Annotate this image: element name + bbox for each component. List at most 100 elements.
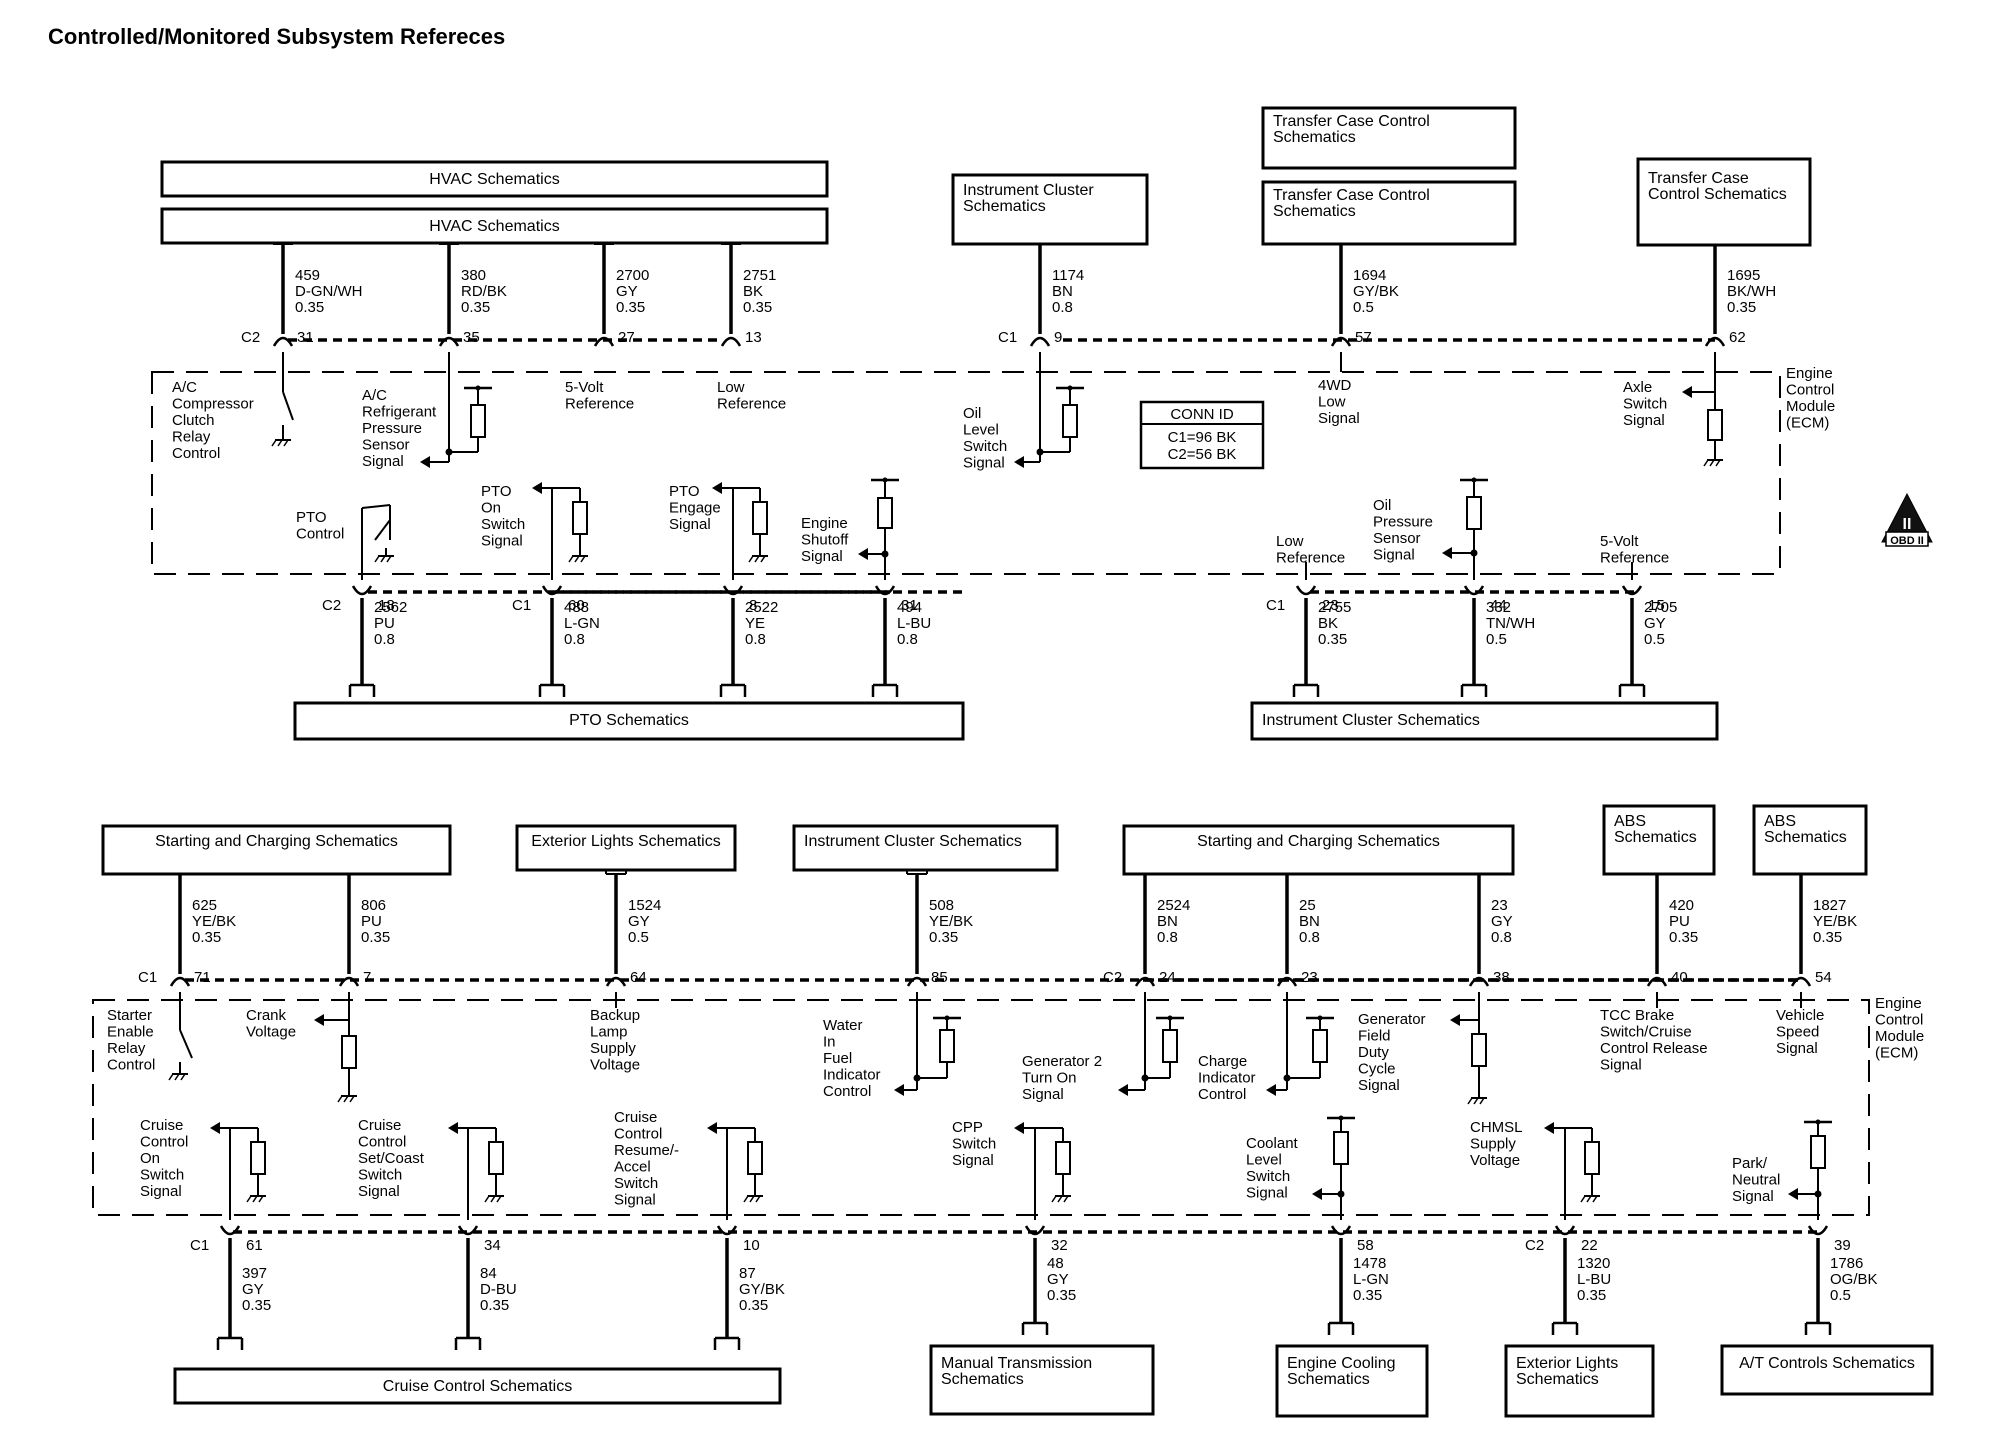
box-label: Starting and Charging Schematics bbox=[1197, 833, 1440, 850]
connector-pin bbox=[1807, 1225, 1829, 1236]
signal-label-charge-ind-line: Indicator bbox=[1198, 1070, 1256, 1087]
signal-label-gen-field-line: Signal bbox=[1358, 1077, 1400, 1094]
signal-label-cc-on-line: On bbox=[140, 1150, 160, 1167]
wire-label-line: 0.8 bbox=[374, 631, 395, 648]
signal-label-charge-ind-line: Control bbox=[1198, 1086, 1246, 1103]
signal-label-backup-line: Supply bbox=[590, 1040, 636, 1057]
schematic-box-hvac-1[interactable]: HVAC Schematics bbox=[160, 160, 829, 198]
arrow-head-icon bbox=[1442, 547, 1452, 559]
ground-icon bbox=[484, 1188, 504, 1203]
schematic-box-sc-1[interactable]: Starting and Charging Schematics bbox=[101, 824, 452, 876]
ground-hatch bbox=[168, 1073, 174, 1081]
ground-hatch bbox=[496, 1195, 502, 1203]
box-label-line: Schematics bbox=[1273, 203, 1356, 220]
schematic-box-ext-top[interactable]: Exterior Lights Schematics bbox=[515, 824, 737, 872]
schematic-box-pto[interactable]: PTO Schematics bbox=[293, 701, 965, 741]
connector-id: C1 bbox=[190, 1237, 209, 1254]
signal-label-cc-res-line: Switch bbox=[614, 1175, 658, 1192]
box-border bbox=[1752, 804, 1868, 876]
wire-label-line: 0.35 bbox=[1318, 631, 1347, 648]
wire-label-line: 0.35 bbox=[461, 299, 490, 316]
connector-pin bbox=[169, 976, 191, 987]
wire-label-line: 2522 bbox=[745, 599, 778, 616]
signal-label-cc-set-line: Control bbox=[358, 1134, 406, 1151]
schematic-box-ic-mid[interactable]: Instrument Cluster Schematics bbox=[1250, 701, 1719, 741]
schematic-box-at[interactable]: A/T Controls Schematics bbox=[1720, 1344, 1934, 1396]
wire-label-line: 0.35 bbox=[480, 1297, 509, 1314]
box-label: Instrument Cluster Schematics bbox=[804, 833, 1022, 850]
connector-id: C1 bbox=[998, 329, 1017, 346]
wire-label-line: 2562 bbox=[374, 599, 407, 616]
signal-label-gen2-line: Generator 2 bbox=[1022, 1053, 1102, 1070]
wire-label-line: 1695 bbox=[1727, 267, 1760, 284]
ground-hatch bbox=[252, 1195, 258, 1203]
connector-pin bbox=[457, 1225, 479, 1236]
connector-pin bbox=[438, 336, 460, 347]
signal-label-chmsl-line: Voltage bbox=[1470, 1152, 1520, 1169]
connector-pin bbox=[716, 1225, 738, 1236]
signal-label-5v-ref-2-line: Reference bbox=[1600, 550, 1669, 567]
wire-label-line: 0.35 bbox=[192, 929, 221, 946]
signal-label-coolant-line: Level bbox=[1246, 1152, 1282, 1169]
ground-hatch bbox=[484, 1195, 490, 1203]
signal-label-gen-field-line: Generator bbox=[1358, 1011, 1426, 1028]
connector-id: C1 bbox=[1266, 597, 1285, 614]
signal-label-low-ref-2-line: Reference bbox=[1276, 550, 1345, 567]
connector-pin bbox=[1330, 336, 1352, 347]
box-label: PTO Schematics bbox=[569, 712, 689, 729]
wire-label-line: 0.5 bbox=[1830, 1287, 1851, 1304]
connector-pin bbox=[720, 336, 742, 347]
box-label-line: Instrument Cluster bbox=[963, 182, 1094, 199]
obd-badge-text: OBD II bbox=[1890, 535, 1924, 547]
ground-hatch bbox=[580, 555, 586, 563]
schematic-box-ic-low[interactable]: Instrument Cluster Schematics bbox=[792, 824, 1059, 872]
box-border bbox=[1636, 157, 1812, 247]
wire-label-line: 459 bbox=[295, 267, 320, 284]
arrow-head-icon bbox=[1682, 386, 1692, 398]
wire-label-line: YE/BK bbox=[1813, 913, 1857, 930]
wire-label-line: 1174 bbox=[1052, 267, 1084, 284]
schematic-box-cruise[interactable]: Cruise Control Schematics bbox=[173, 1367, 782, 1405]
box-border bbox=[160, 207, 829, 245]
signal-label-axle-sw-line: Signal bbox=[1623, 412, 1665, 429]
wire-label-line: GY bbox=[1644, 615, 1666, 632]
signal-label-cc-res-line: Control bbox=[614, 1126, 662, 1143]
connector-pin bbox=[1024, 1225, 1046, 1236]
signal-label-5v-ref-1-line: 5-Volt bbox=[565, 379, 604, 396]
wire-label-line: 0.8 bbox=[1491, 929, 1512, 946]
ground-hatch bbox=[1473, 1097, 1479, 1105]
ground-hatch bbox=[1057, 1195, 1063, 1203]
schematic-box-sc-2[interactable]: Starting and Charging Schematics bbox=[1122, 824, 1515, 876]
connector-pin bbox=[593, 336, 615, 347]
pin-number: 38 bbox=[1493, 969, 1510, 986]
ground-hatch bbox=[1467, 1097, 1473, 1105]
ground-hatch bbox=[180, 1073, 186, 1081]
schematic-box-hvac-2[interactable]: HVAC Schematics bbox=[160, 207, 829, 245]
wire-label-line: L-GN bbox=[1353, 1271, 1389, 1288]
signal-label-gen-field-line: Field bbox=[1358, 1028, 1391, 1045]
box-label-line: Engine Cooling bbox=[1287, 1355, 1396, 1372]
